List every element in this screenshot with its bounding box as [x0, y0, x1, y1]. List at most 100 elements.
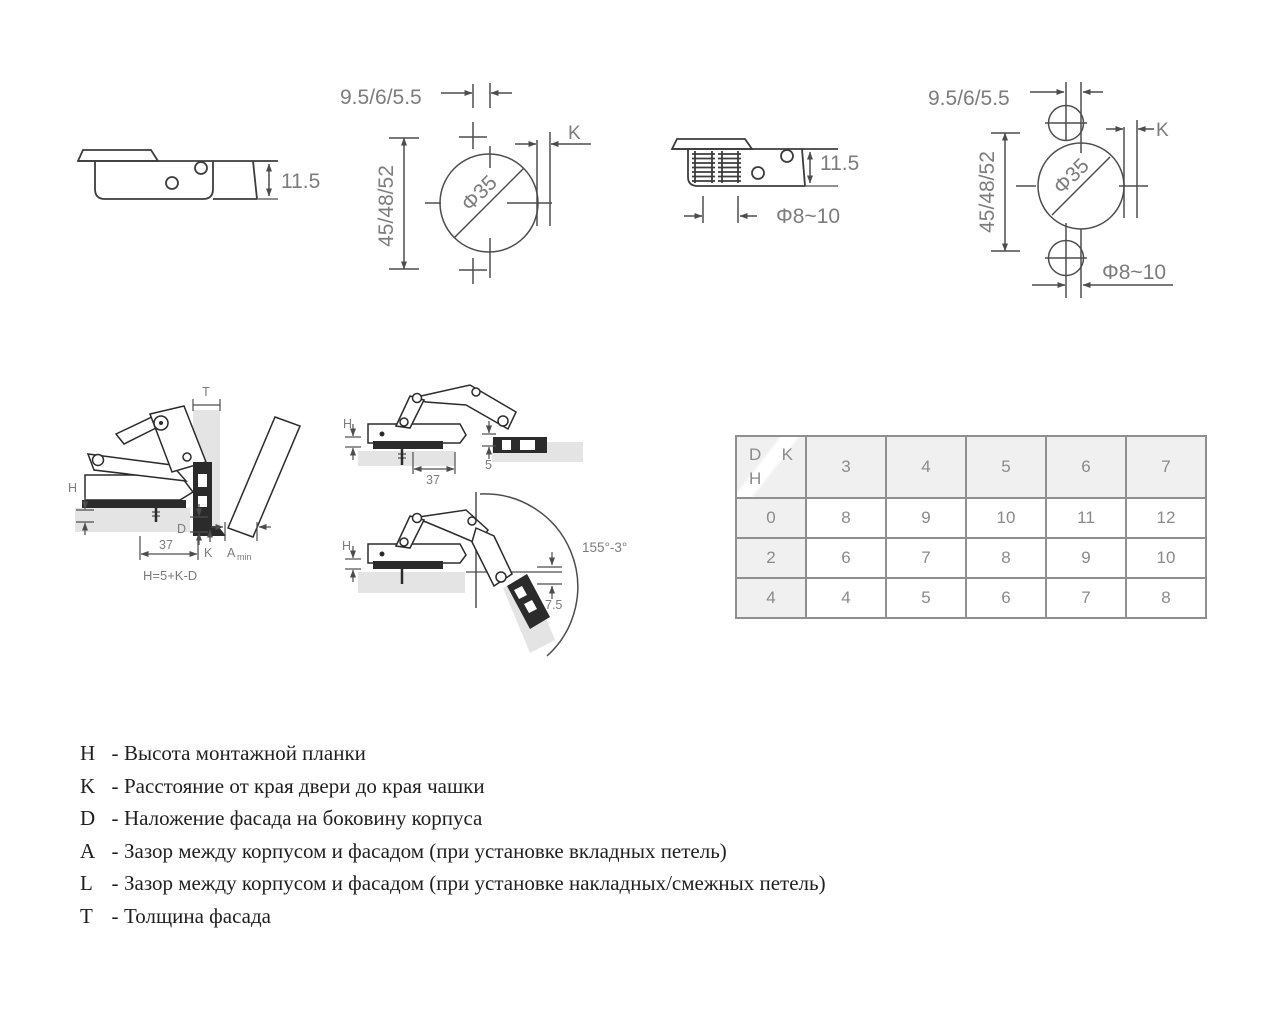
k-distance-label: K	[568, 123, 581, 144]
hinge-arm	[411, 384, 517, 431]
legend-symbol: H	[80, 741, 96, 765]
legend-symbol: K	[80, 773, 96, 798]
legend-text: Зазор между корпусом и фасадом (при уста…	[124, 838, 727, 863]
legend-item-l: L - Зазор между корпусом и фасадом (при …	[80, 871, 826, 904]
legend-separator: -	[111, 838, 119, 863]
table-corner-cell: D K H	[735, 435, 807, 499]
cup-body	[94, 161, 214, 200]
table-row: 0 8 9 10 11 12	[735, 497, 1207, 539]
table-cell: 4	[805, 577, 887, 619]
drill-depth-label: 45/48/52	[375, 165, 398, 247]
table-cell: 5	[885, 577, 967, 619]
legend-symbol: A	[80, 838, 96, 863]
cup-height-label: 11.5	[281, 170, 320, 193]
pivot	[411, 512, 423, 524]
row-header: 4	[735, 577, 807, 619]
mounting-plate	[82, 500, 186, 508]
legend-text: Расстояние от края двери до края чашки	[124, 773, 485, 798]
table-cell: 8	[1125, 577, 1207, 619]
table-row: 4 4 5 6 7 8	[735, 577, 1207, 619]
k-distance-label: K	[1156, 120, 1169, 141]
plate-height-label: H	[68, 481, 77, 495]
plate-height-label: H	[342, 539, 351, 553]
legend-separator: -	[111, 806, 119, 830]
gap-5-label: 5	[485, 458, 492, 472]
hinge-body	[367, 543, 467, 564]
diagram-hinge-inset-mounting: T H D 37 K A min H=5+K-D	[68, 385, 301, 583]
corner-h: H	[749, 469, 762, 488]
table-cell: 9	[1045, 537, 1127, 579]
legend-symbol: L	[80, 871, 93, 895]
legend-item-d: D - Наложение фасада на боковину корпуса	[80, 806, 826, 839]
pivot	[411, 392, 423, 404]
cabinet-side-panel	[358, 572, 465, 593]
pivot	[91, 453, 105, 467]
hinge-cup	[507, 574, 550, 629]
cup-flange	[76, 149, 160, 162]
k-label: K	[204, 546, 213, 560]
offset-dimension-label: 9.5/6/5.5	[340, 86, 422, 109]
legend-separator: -	[111, 773, 119, 798]
gap-75-label: 7.5	[545, 598, 562, 612]
pivot	[467, 516, 477, 526]
opening-angle-arc	[479, 493, 579, 657]
table-cell: 6	[965, 577, 1047, 619]
drill-depth-label: 45/48/52	[976, 151, 999, 233]
diagram-cup-side-dowel: 11.5 Φ8~10	[670, 138, 859, 228]
legend-separator: -	[111, 903, 119, 928]
cabinet-side-panel	[75, 508, 190, 532]
legend-item-h: H - Высота монтажной планки	[80, 741, 826, 774]
table-cell: 12	[1125, 497, 1207, 539]
pivot	[495, 571, 507, 583]
dowel-diameter-label: Φ8~10	[1102, 261, 1166, 284]
legend-item-k: K - Расстояние от края двери до края чаш…	[80, 774, 826, 807]
table-cell: 7	[1045, 577, 1127, 619]
hinge-body	[367, 423, 467, 444]
pivot	[399, 537, 409, 547]
table-cell: 10	[1125, 537, 1207, 579]
legend-item-a: A - Зазор между корпусом и фасадом (при …	[80, 839, 826, 872]
hinge-arm	[86, 453, 188, 482]
legend-symbol: T	[80, 903, 93, 928]
door-open-profile	[227, 416, 301, 538]
diagram-hinge-open-full: H 5 37	[343, 384, 583, 487]
column-header: 3	[805, 435, 887, 499]
pivot	[182, 452, 192, 462]
drill-distance-label: 37	[426, 473, 440, 487]
column-header: 6	[1045, 435, 1127, 499]
corner-d: D	[749, 445, 762, 464]
height-formula: H=5+K-D	[143, 568, 197, 583]
table-cell: 10	[965, 497, 1047, 539]
diagram-drill-screw-on: 9.5/6/5.5 Φ35 45/48/52 K	[340, 83, 591, 284]
mounting-plate	[373, 441, 443, 449]
expansion-dowel	[692, 151, 715, 183]
screw-hole	[780, 149, 794, 163]
legend-text: Зазор между корпусом и фасадом (при уста…	[124, 871, 826, 895]
screw-hole	[165, 176, 179, 190]
table-cell: 9	[885, 497, 967, 539]
opening-angle-label: 155°-3°	[582, 540, 627, 555]
corner-k: K	[781, 445, 793, 464]
mounting-plate	[373, 561, 443, 569]
column-header: 5	[965, 435, 1047, 499]
table-cell: 11	[1045, 497, 1127, 539]
diagram-hinge-open-155: H 7.5 155°-3°	[342, 492, 627, 657]
legend-separator: -	[111, 871, 119, 895]
pivot	[471, 387, 481, 397]
pivot	[497, 415, 509, 427]
expansion-dowel	[718, 151, 741, 183]
legend-text: Высота монтажной планки	[124, 741, 366, 765]
legend-text: Толщина фасада	[124, 903, 271, 928]
cup-diameter-label: Φ35	[457, 171, 502, 216]
a-min-sub: min	[237, 552, 252, 562]
cup-flange	[670, 138, 754, 150]
table-cell: 6	[805, 537, 887, 579]
row-header: 0	[735, 497, 807, 539]
legend-symbol: D	[80, 806, 96, 830]
legend-separator: -	[111, 741, 119, 765]
row-header: 2	[735, 537, 807, 579]
diagram-drill-dowel: 9.5/6/5.5 Φ35 K 45/48/52 Φ8~10	[928, 82, 1173, 298]
legend-item-t: T - Толщина фасада	[80, 904, 826, 937]
cup-body	[687, 149, 805, 187]
